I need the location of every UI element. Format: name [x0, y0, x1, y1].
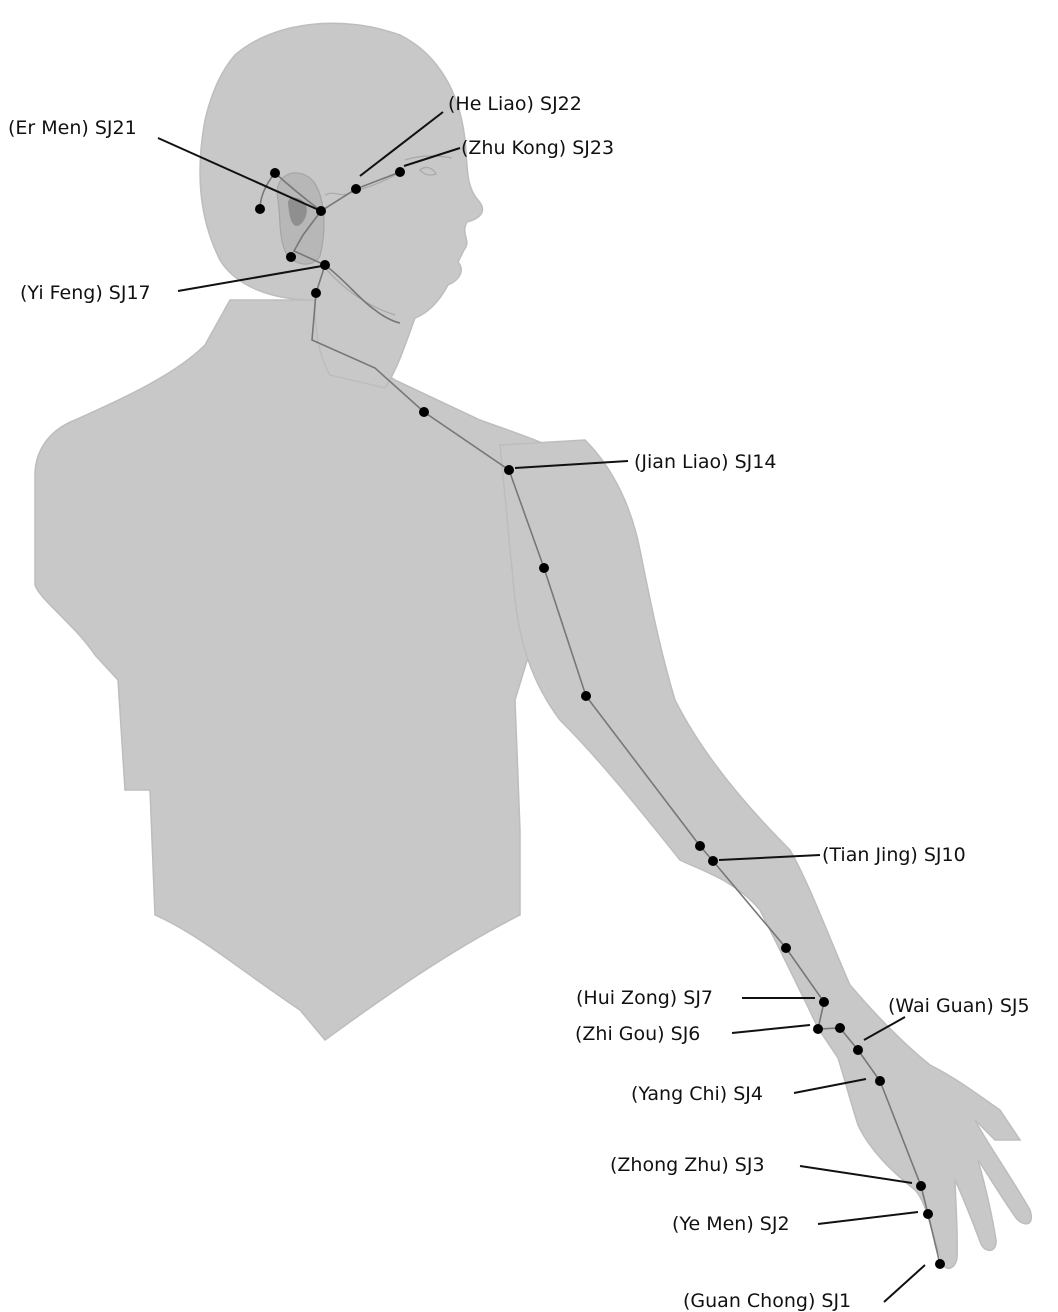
- label-sj14: (Jian Liao) SJ14: [634, 451, 776, 473]
- acupoint-sj6-adjacent: [835, 1023, 845, 1033]
- torso-silhouette: [35, 300, 585, 1040]
- label-sj3: (Zhong Zhu) SJ3: [610, 1154, 765, 1176]
- acupoint-upper-arm-2: [581, 691, 591, 701]
- acupoint-sj10: [708, 856, 718, 866]
- leader-line-sj2: [818, 1212, 918, 1224]
- label-sj17: (Yi Feng) SJ17: [20, 282, 151, 304]
- acupoint-upper-arm-1: [539, 563, 549, 573]
- acupoint-sj2: [923, 1209, 933, 1219]
- acupoint-sj14: [504, 465, 514, 475]
- acupoint-neck: [311, 288, 321, 298]
- acupoint-sj22: [351, 184, 361, 194]
- acupoint-forearm: [781, 943, 791, 953]
- acupoint-sj4: [875, 1076, 885, 1086]
- acupoint-sj7: [819, 997, 829, 1007]
- leader-line-sj1: [884, 1265, 925, 1302]
- label-sj6: (Zhi Gou) SJ6: [575, 1023, 700, 1045]
- acupoint-behind-ear: [286, 252, 296, 262]
- acupoint-elbow-upper: [695, 841, 705, 851]
- label-sj7: (Hui Zong) SJ7: [576, 987, 713, 1009]
- label-sj2: (Ye Men) SJ2: [672, 1213, 790, 1235]
- acupoint-shoulder-upper: [419, 407, 429, 417]
- label-sj21: (Er Men) SJ21: [8, 117, 137, 139]
- acupoint-sj21: [316, 206, 326, 216]
- acupoint-sj1: [935, 1259, 945, 1269]
- leader-line-sj6: [732, 1025, 810, 1033]
- acupoint-head-lower: [255, 204, 265, 214]
- label-sj5: (Wai Guan) SJ5: [888, 995, 1030, 1017]
- label-sj4: (Yang Chi) SJ4: [631, 1083, 763, 1105]
- acupoint-sj6: [813, 1024, 823, 1034]
- acupoint-sj5: [853, 1045, 863, 1055]
- label-sj22: (He Liao) SJ22: [448, 93, 582, 115]
- acupoint-sj3: [916, 1181, 926, 1191]
- acupoint-sj17: [320, 260, 330, 270]
- label-sj1: (Guan Chong) SJ1: [683, 1290, 851, 1312]
- label-sj23: (Zhu Kong) SJ23: [461, 137, 614, 159]
- acupoint-head-upper: [270, 168, 280, 178]
- acupoint-sj23: [395, 167, 405, 177]
- label-sj10: (Tian Jing) SJ10: [822, 844, 966, 866]
